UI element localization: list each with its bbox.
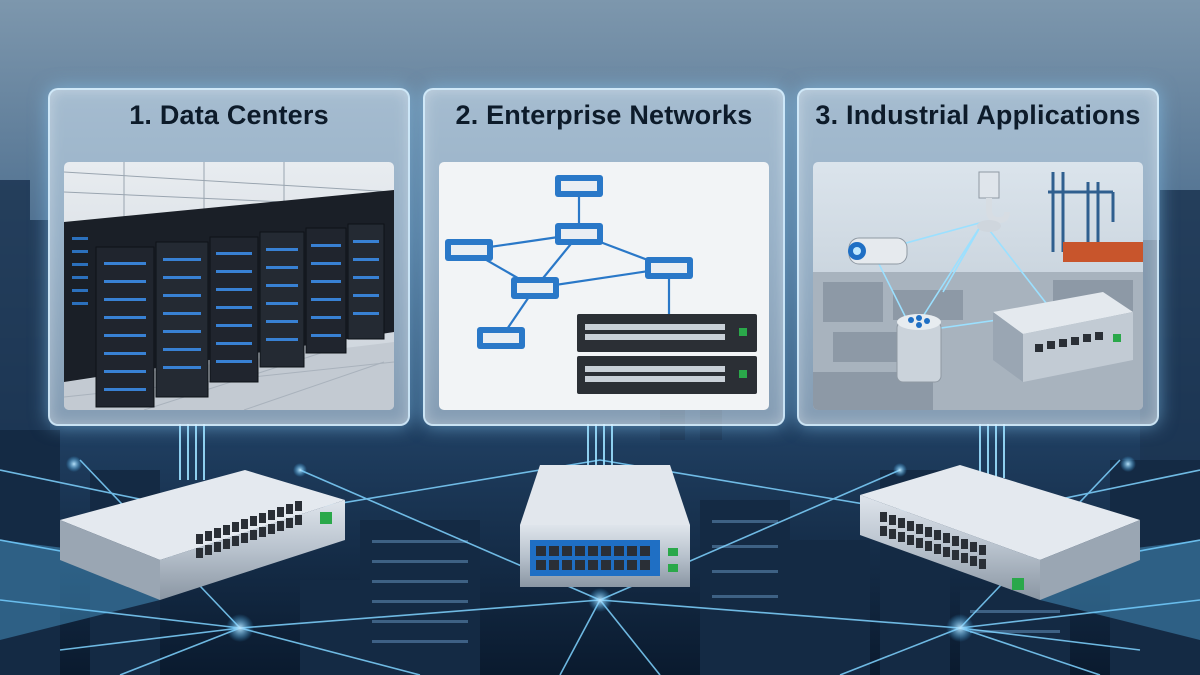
industrial-iot-illustration-icon [813, 162, 1143, 410]
panel-enterprise-networks: 2. Enterprise Networks [423, 88, 785, 426]
server-racks-illustration-icon [64, 162, 394, 410]
panel-title: 2. Enterprise Networks [455, 100, 753, 130]
panel-data-centers: 1. Data Centers [48, 88, 410, 426]
panel-title: 1. Data Centers [129, 100, 329, 130]
switch-left-icon [60, 470, 345, 600]
panel-industrial-applications: 3. Industrial Applications [797, 88, 1159, 426]
network-switches-topology-illustration-icon [439, 162, 769, 410]
panel-title: 3. Industrial Applications [815, 100, 1141, 130]
switch-right-icon [860, 465, 1140, 600]
switch-center-icon [520, 465, 690, 587]
